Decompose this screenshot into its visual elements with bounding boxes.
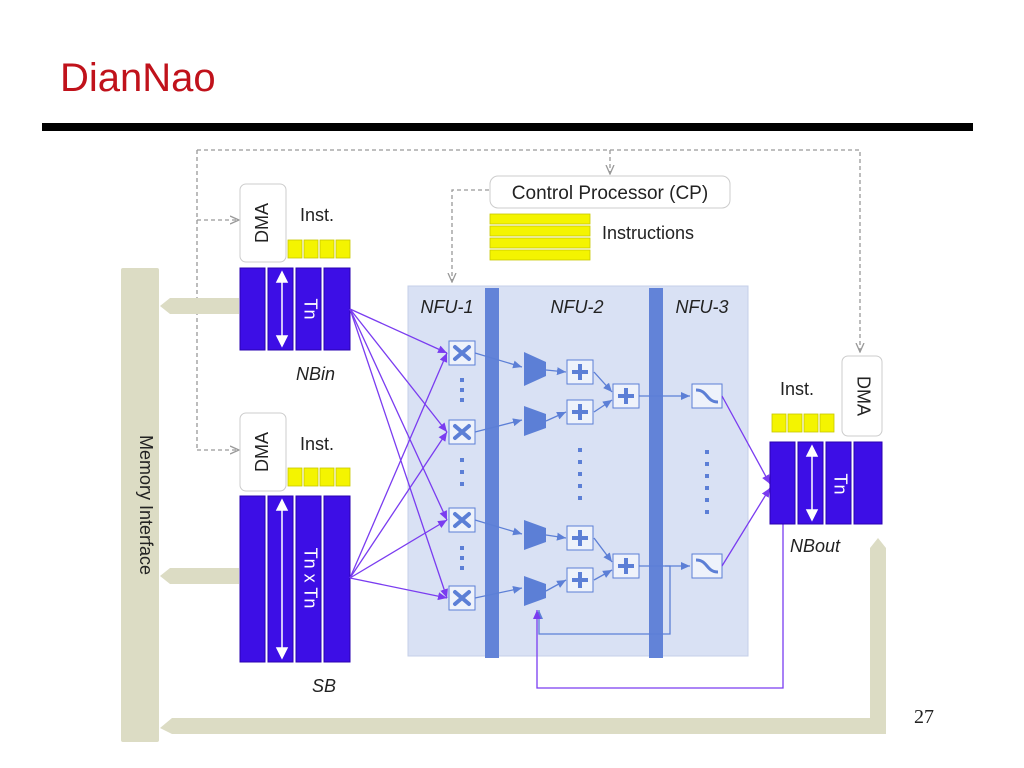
input-wires	[349, 308, 448, 601]
adder-input-muxes	[524, 352, 546, 606]
nfu1-ellipsis-dots	[460, 378, 464, 570]
adder-icon	[566, 399, 594, 425]
nbin-dma: DMA	[239, 183, 287, 263]
memory-interface-label: Memory Interface	[136, 435, 156, 575]
activation-units	[691, 383, 723, 579]
nbout-inst-queue	[771, 413, 835, 433]
slide-title: DianNao	[60, 56, 216, 100]
sb-inst-queue	[287, 467, 351, 487]
sigmoid-icon	[691, 553, 723, 579]
nfu-divider-1	[485, 288, 499, 658]
nfu1-to-nfu2-arrows	[474, 352, 523, 599]
adder-icon	[612, 553, 640, 579]
multiplier-icon	[448, 585, 476, 611]
nfu2-internal-arrows	[545, 367, 613, 592]
nbin-inst-label: Inst.	[300, 205, 334, 225]
nbin-inst-queue	[287, 239, 351, 259]
output-wires	[533, 395, 784, 689]
adder-icon	[566, 567, 594, 593]
nbin-tn-label: Tn	[300, 298, 320, 319]
sb-inst-label: Inst.	[300, 434, 334, 454]
page-number: 27	[914, 706, 934, 728]
sb-tn-x-tn-label: Tn x Tn	[300, 548, 320, 609]
nbin-dma-label: DMA	[252, 203, 272, 243]
nbin-dimension-arrow	[275, 270, 289, 348]
nfu3-label: NFU-3	[676, 297, 729, 317]
nfu3-ellipsis-dots	[705, 450, 709, 514]
nbout-buffer	[769, 441, 883, 525]
adder-icon	[566, 525, 594, 551]
nbin-label: NBin	[296, 364, 335, 384]
nfu2-label: NFU-2	[551, 297, 604, 317]
title-underline	[42, 123, 973, 131]
sb-dimension-arrow	[275, 498, 289, 660]
sigmoid-icon	[691, 383, 723, 409]
nbout-dma-label: DMA	[853, 376, 873, 416]
adder-icon	[612, 383, 640, 409]
multiplier-icon	[448, 419, 476, 445]
nfu1-label: NFU-1	[421, 297, 474, 317]
sb-buffer	[239, 495, 351, 663]
adder-units	[566, 359, 640, 593]
memory-to-sb-arrow	[160, 568, 239, 584]
nbout-tn-label: Tn	[830, 473, 850, 494]
multiplier-units	[448, 340, 476, 611]
sb-dma: DMA	[239, 412, 287, 492]
adder-icon	[566, 359, 594, 385]
sb-label: SB	[312, 676, 336, 696]
control-processor: Control Processor (CP)	[489, 175, 731, 209]
nfu-divider-2	[649, 288, 663, 658]
memory-interface: Memory Interface	[121, 268, 159, 742]
nbout-dma: DMA	[841, 355, 883, 437]
control-processor-label: Control Processor (CP)	[512, 183, 708, 204]
sb-dma-label: DMA	[252, 432, 272, 472]
nbout-label: NBout	[790, 536, 841, 556]
multiplier-icon	[448, 507, 476, 533]
memory-to-nbin-arrow	[160, 298, 239, 314]
nfu2-ellipsis-dots	[578, 448, 582, 500]
instructions-queue	[489, 213, 591, 261]
instructions-label: Instructions	[602, 223, 694, 243]
nbout-inst-label: Inst.	[780, 379, 814, 399]
nbin-buffer	[239, 267, 351, 351]
nfu2-to-nfu3-arrows	[535, 392, 690, 635]
multiplier-icon	[448, 340, 476, 366]
nbout-dimension-arrow	[805, 444, 819, 522]
